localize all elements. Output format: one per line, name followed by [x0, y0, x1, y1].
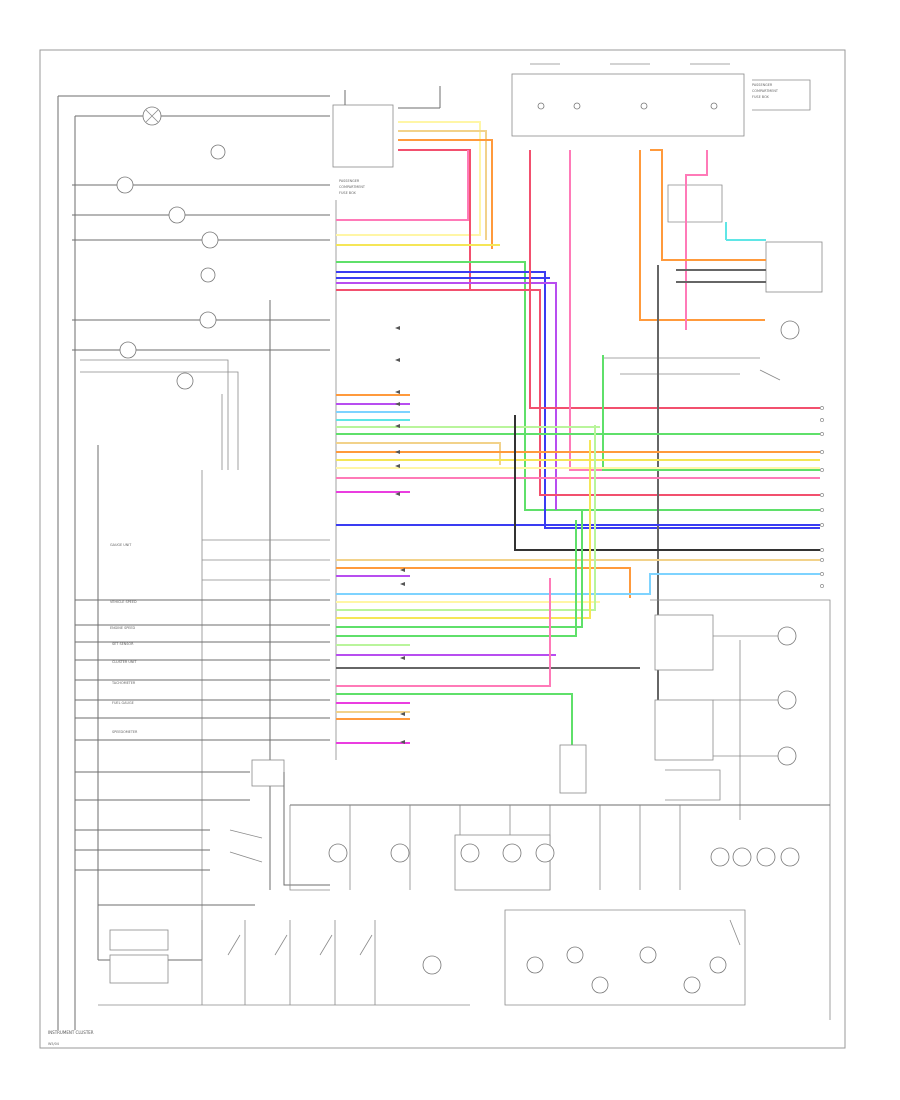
wire-light-green-low — [336, 425, 596, 611]
svg-text:PASSENGER: PASSENGER — [339, 179, 360, 183]
svg-text:FUSE BOX: FUSE BOX — [752, 95, 770, 99]
right-edge-terminals — [820, 406, 824, 588]
wire-red-main — [336, 289, 820, 496]
wire-orange-top — [398, 139, 493, 249]
wire-purple — [336, 282, 557, 510]
connector-block-center: PASSENGER COMPARTMENT FUSE BOX — [332, 86, 441, 760]
svg-text:COMPARTMENT: COMPARTMENT — [339, 185, 366, 189]
svg-text:SET SENSOR: SET SENSOR — [112, 642, 134, 646]
wire-yellow-low — [336, 440, 591, 619]
page-tag: W5/04 — [48, 1042, 59, 1046]
indicator-lamp-group: GAUGE UNIT VEHICLE SPEED ENGINE SPEED SE… — [57, 95, 330, 1030]
wire-pink — [336, 150, 469, 221]
footer-label: INSTRUMENT CLUSTER — [48, 1030, 94, 1035]
wire-orange-low — [336, 567, 631, 598]
svg-text:ENGINE SPEED: ENGINE SPEED — [110, 626, 136, 630]
arrow-markers — [395, 326, 405, 744]
svg-text:PASSENGER: PASSENGER — [752, 83, 773, 87]
wire-black-lower — [514, 415, 820, 551]
wire-pink-low — [336, 578, 551, 687]
lower-left-switch-group: INSTRUMENT CLUSTER W5/04 — [48, 759, 470, 1046]
wire-blue-a — [336, 271, 820, 529]
wire-light-blue-low — [336, 573, 820, 595]
svg-text:SPEEDOMETER: SPEEDOMETER — [112, 730, 138, 734]
svg-text:CLUSTER UNIT: CLUSTER UNIT — [112, 660, 137, 664]
wire-green-relay — [602, 355, 820, 471]
wire-green-low3 — [336, 693, 573, 745]
bottom-right-lamp-row — [422, 909, 746, 1006]
wire-cyan-right — [725, 222, 766, 241]
svg-text:FUEL GAUGE: FUEL GAUGE — [112, 701, 134, 705]
wire-gray-right2 — [676, 269, 766, 283]
right-middle-components — [650, 599, 831, 1020]
wire-pink-long — [569, 150, 820, 471]
fuse-box-top-right: PASSENGER COMPARTMENT FUSE BOX — [511, 63, 811, 137]
svg-text:FUSE BOX: FUSE BOX — [339, 191, 357, 195]
wire-green-low2 — [336, 520, 577, 637]
wire-light-yellow — [336, 121, 481, 236]
bottom-center-bus — [289, 744, 830, 891]
svg-text:COMPARTMENT: COMPARTMENT — [752, 89, 779, 93]
wire-tan — [398, 130, 487, 240]
wire-pink-right — [685, 150, 708, 330]
svg-text:TACHOMETER: TACHOMETER — [111, 681, 136, 685]
wire-red-long — [529, 150, 820, 409]
wire-orange-right — [650, 149, 766, 261]
svg-text:GAUGE UNIT: GAUGE UNIT — [110, 543, 132, 547]
colored-wire-group — [336, 121, 820, 745]
diagram-frame — [39, 49, 846, 1049]
svg-text:VEHICLE SPEED: VEHICLE SPEED — [110, 600, 137, 604]
wire-tan-mid — [336, 442, 501, 465]
wire-green — [336, 261, 820, 511]
wire-green-low — [336, 510, 583, 628]
relay-box-right — [603, 184, 823, 381]
wire-orange-long — [639, 150, 765, 321]
